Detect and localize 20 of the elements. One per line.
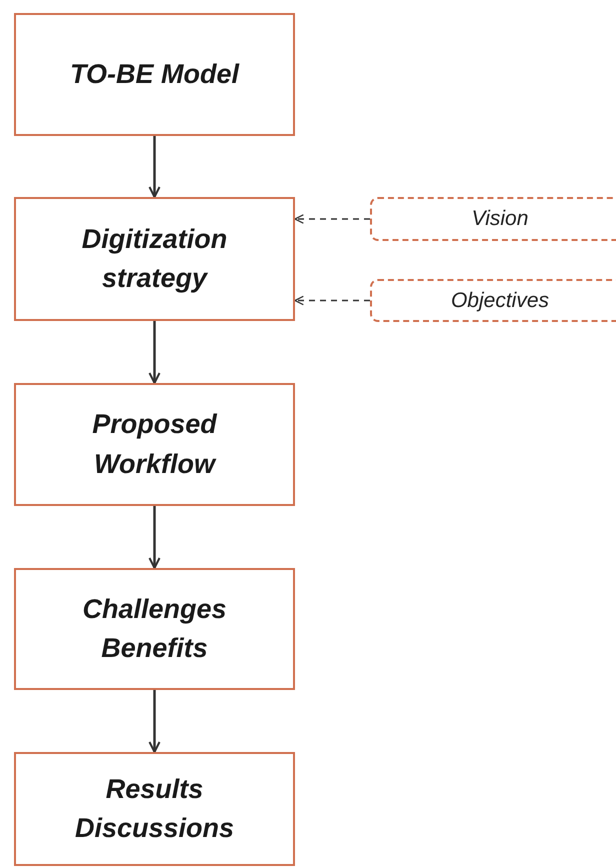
arrow (148, 506, 160, 569)
box-label: Results Discussions (74, 772, 236, 845)
box-label: TO-BE Model (70, 58, 239, 91)
process-box (14, 568, 295, 690)
process-box (14, 13, 295, 136)
process-box (14, 752, 295, 866)
arrow (294, 296, 370, 306)
dashed-box (370, 197, 616, 241)
box-label: Objectives (450, 288, 550, 314)
arrow (148, 321, 160, 384)
process-box (14, 383, 295, 506)
box-label: Digitization strategy (80, 222, 228, 295)
arrow (148, 136, 160, 198)
box-label: Proposed Workflow (91, 408, 218, 480)
arrow (294, 214, 370, 224)
dashed-box (370, 279, 616, 322)
box-label: Challenges Benefits (81, 592, 228, 665)
process-box (14, 197, 295, 321)
arrow (148, 690, 160, 753)
box-label: Vision (472, 206, 528, 232)
